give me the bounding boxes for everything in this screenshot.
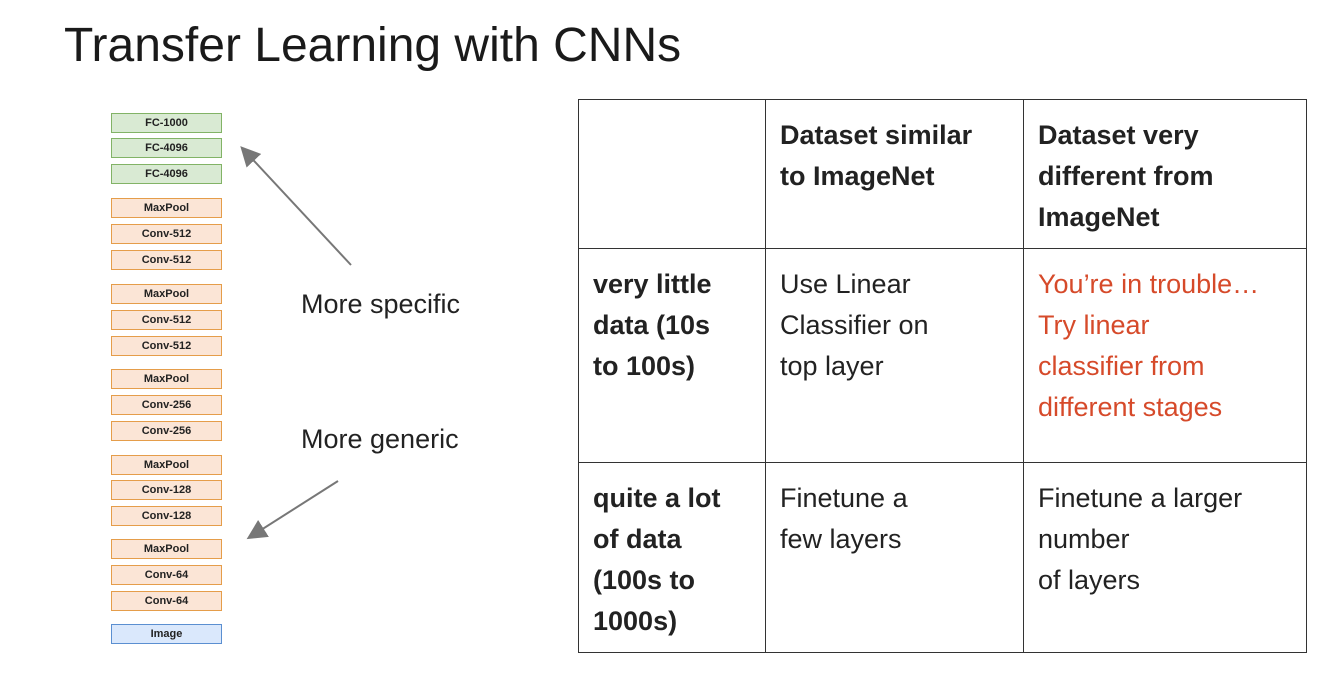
layer-box: Conv-256 [111,395,222,415]
layer-box: MaxPool [111,455,222,475]
header-different-line1: Dataset very [1038,120,1199,150]
row1-different-cell: You’re in trouble… Try linear classifier… [1023,248,1307,463]
header-different-line3: ImageNet [1038,202,1160,232]
header-different-line2: different from [1038,161,1214,191]
row1-head-line1: very little [593,269,712,299]
header-similar-line1: Dataset similar [780,120,973,150]
row2-head-line1: quite a lot [593,483,721,513]
arrow-down-generic [246,480,339,540]
row2-different-cell: Finetune a larger number of layers [1023,462,1307,653]
row2-head: quite a lot of data (100s to 1000s) [578,462,766,653]
layer-box: MaxPool [111,369,222,389]
header-different: Dataset very different from ImageNet [1023,99,1307,249]
row-little-data: very little data (10s to 100s) Use Linea… [578,248,1307,463]
row2-similar-line1: Finetune a [780,483,908,513]
row2-head-line3: (100s to [593,565,696,595]
layer-box: Conv-128 [111,480,222,500]
row1-head-line2: data (10s [593,310,711,340]
arrow-up-specific [240,146,352,266]
row1-different-line2: Try linear [1038,310,1150,340]
layer-box: Conv-512 [111,250,222,270]
layer-box: Conv-128 [111,506,222,526]
row1-different-line3: classifier from [1038,351,1205,381]
layer-box: Conv-512 [111,336,222,356]
row2-different-line3: of layers [1038,565,1141,595]
row-lot-data: quite a lot of data (100s to 1000s) Fine… [578,462,1307,653]
layer-box: Conv-512 [111,310,222,330]
row1-similar-cell: Use Linear Classifier on top layer [765,248,1024,463]
more-generic-label: More generic [301,424,459,454]
row1-different-line4: different stages [1038,392,1223,422]
layer-box: FC-4096 [111,138,222,158]
row1-similar-line1: Use Linear [780,269,911,299]
layer-box: MaxPool [111,539,222,559]
row2-head-line2: of data [593,524,682,554]
row1-different-line1: You’re in trouble… [1038,269,1260,299]
row1-head: very little data (10s to 100s) [578,248,766,463]
layer-box: Conv-64 [111,565,222,585]
layer-box: Conv-256 [111,421,222,441]
slide-title: Transfer Learning with CNNs [64,19,682,72]
row2-head-line4: 1000s) [593,606,678,636]
header-row: Dataset similar to ImageNet Dataset very… [578,99,1307,249]
layer-box: Image [111,624,222,644]
row1-similar-line2: Classifier on [780,310,929,340]
layer-box: MaxPool [111,198,222,218]
row2-different-line2: number [1038,524,1130,554]
row1-similar-line3: top layer [780,351,884,381]
layer-box: FC-1000 [111,113,222,133]
row2-similar-cell: Finetune a few layers [765,462,1024,653]
header-similar: Dataset similar to ImageNet [765,99,1024,249]
corner-cell [578,99,766,249]
layer-box: Conv-512 [111,224,222,244]
transfer-learning-table: Dataset similar to ImageNet Dataset very… [578,99,1307,653]
more-specific-label: More specific [301,289,461,319]
layer-box: Conv-64 [111,591,222,611]
header-similar-line2: to ImageNet [780,161,935,191]
layer-box: MaxPool [111,284,222,304]
row2-similar-line2: few layers [780,524,902,554]
row1-head-line3: to 100s) [593,351,696,381]
row2-different-line1: Finetune a larger [1038,483,1243,513]
layer-box: FC-4096 [111,164,222,184]
